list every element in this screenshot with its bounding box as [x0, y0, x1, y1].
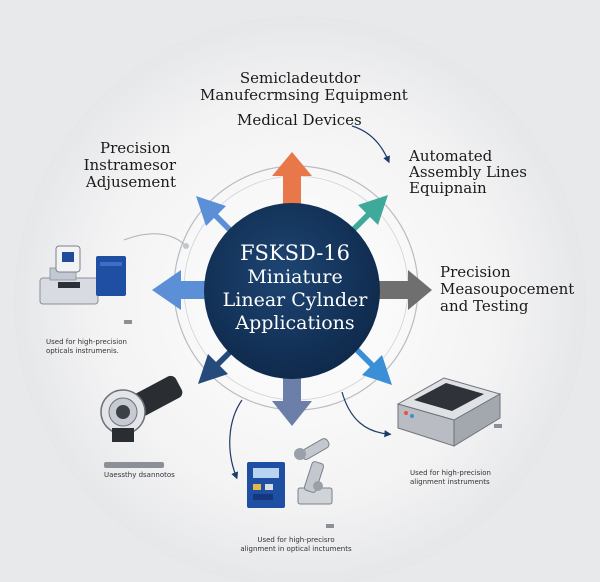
arrow-top-left: [196, 196, 238, 238]
label-semiconductor-line1: Semicladeutdor: [239, 69, 361, 87]
microscope-icon: [39, 245, 126, 305]
connector-left: [123, 233, 187, 247]
label-precision-measurement-line1: Precision: [440, 263, 511, 281]
connector-left-dot: [183, 243, 189, 249]
center-code: FSKSD-16: [239, 241, 351, 265]
caption-bottom-line2: alignment in optical inctuments: [240, 545, 352, 553]
caption-left-line1: Used for high-precision: [46, 338, 127, 346]
caption-right-line1: Used for high-precision: [410, 469, 491, 477]
label-semiconductor-line2: Manufecrmsing Equipment: [200, 86, 408, 104]
label-automated-line2: Assembly Lines: [409, 163, 527, 181]
connector-bottom-right: [341, 391, 392, 438]
caption-bottom: Used for high-precisro alignment in opti…: [240, 536, 352, 554]
label-automated-line1: Automated: [409, 147, 493, 165]
arrow-bottom: [272, 372, 312, 426]
label-automated-line3: Equipnain: [409, 179, 487, 197]
inspection-device-icon: [396, 377, 502, 447]
center-circle: [204, 203, 380, 379]
connector-bottom-left: [229, 399, 243, 480]
label-precision-instrument: Precision Instramesor Adjusement: [70, 140, 176, 191]
caption-camera: Uaessthy dsannotos: [104, 471, 175, 480]
camera-lens-icon: [100, 375, 183, 442]
caption-right: Used for high-precision alignment instru…: [410, 469, 491, 487]
center-line1: Miniature: [247, 266, 343, 288]
decor-mark: [326, 524, 334, 528]
label-precision-measurement-line2: Measoupocement: [440, 280, 575, 298]
arrow-right: [377, 270, 432, 310]
control-box-icon: [247, 462, 285, 508]
caption-left-line2: opticals instrumenis.: [46, 347, 119, 355]
label-semiconductor: Semicladeutdor Manufecrmsing Equipment: [200, 69, 408, 104]
label-precision-instrument-line2: Instramesor: [83, 156, 176, 174]
label-precision-measurement-line3: and Testing: [440, 297, 529, 315]
arrow-top-right: [345, 195, 388, 238]
connector-medical: [351, 125, 390, 164]
label-medical: Medical Devices: [237, 111, 362, 129]
arrow-left: [152, 270, 212, 310]
caption-right-line2: alignment instruments: [410, 478, 490, 486]
robot-arm-icon: [294, 438, 333, 505]
label-precision-instrument-line3: Adjusement: [85, 173, 176, 191]
caption-camera-line1: Uaessthy dsannotos: [104, 471, 175, 479]
center-line3: Applications: [235, 312, 355, 334]
decor-mark: [494, 424, 502, 428]
caption-bottom-line1: Used for high-precisro: [257, 536, 335, 544]
label-precision-measurement: Precision Measoupocement and Testing: [440, 264, 574, 315]
arrow-bottom-right: [348, 341, 392, 385]
center-line2: Linear Cylnder: [222, 289, 368, 311]
decor-mark: [124, 320, 132, 324]
center-title: FSKSD-16 Miniature Linear Cylnder Applic…: [190, 240, 400, 335]
arrow-top: [272, 152, 312, 205]
decor-mark: [104, 462, 164, 468]
label-precision-instrument-line1: Precision: [100, 139, 171, 157]
label-automated: Automated Assembly Lines Equipnain: [409, 148, 527, 196]
caption-left: Used for high-precision opticals instrum…: [46, 338, 127, 356]
